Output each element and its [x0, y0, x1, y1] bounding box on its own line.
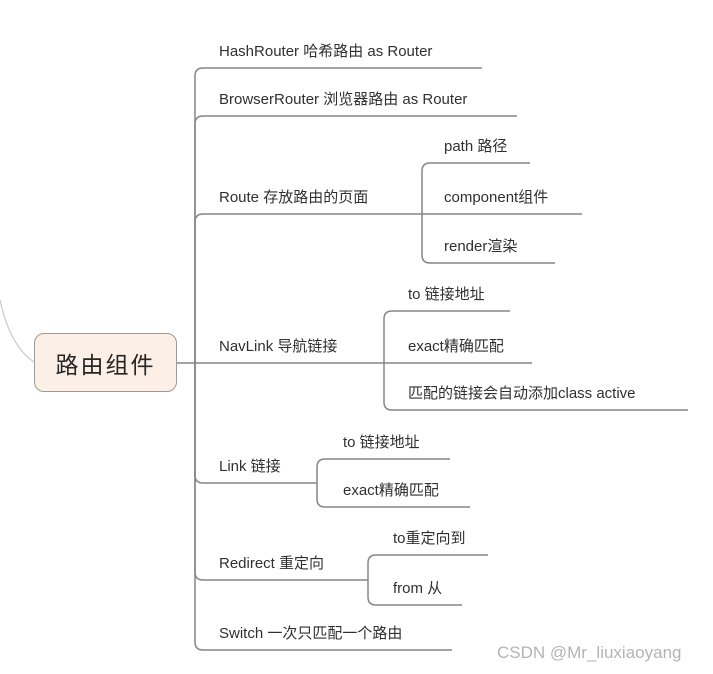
node-redirect-to[interactable]: to重定向到 — [393, 530, 466, 547]
node-navlink[interactable]: NavLink 导航链接 — [219, 338, 338, 355]
node-switch[interactable]: Switch 一次只匹配一个路由 — [219, 625, 403, 642]
node-route-render[interactable]: render渲染 — [444, 238, 518, 255]
node-route-component[interactable]: component组件 — [444, 189, 549, 206]
node-link-exact[interactable]: exact精确匹配 — [343, 482, 439, 499]
node-route-path[interactable]: path 路径 — [444, 138, 508, 155]
node-link-to[interactable]: to 链接地址 — [343, 434, 420, 451]
node-navlink-exact[interactable]: exact精确匹配 — [408, 338, 504, 355]
node-link[interactable]: Link 链接 — [219, 458, 281, 475]
node-route[interactable]: Route 存放路由的页面 — [219, 189, 369, 206]
node-redirect-from[interactable]: from 从 — [393, 580, 443, 597]
root-node-label: 路由组件 — [55, 351, 156, 378]
watermark: CSDN @Mr_liuxiaoyang — [497, 643, 682, 662]
root-node[interactable]: 路由组件 — [34, 333, 177, 392]
node-navlink-to[interactable]: to 链接地址 — [408, 286, 485, 303]
node-navlink-active[interactable]: 匹配的链接会自动添加class active — [408, 385, 636, 402]
node-browserrouter[interactable]: BrowserRouter 浏览器路由 as Router — [219, 91, 468, 108]
node-redirect[interactable]: Redirect 重定向 — [219, 555, 325, 572]
node-hashrouter[interactable]: HashRouter 哈希路由 as Router — [219, 43, 433, 60]
